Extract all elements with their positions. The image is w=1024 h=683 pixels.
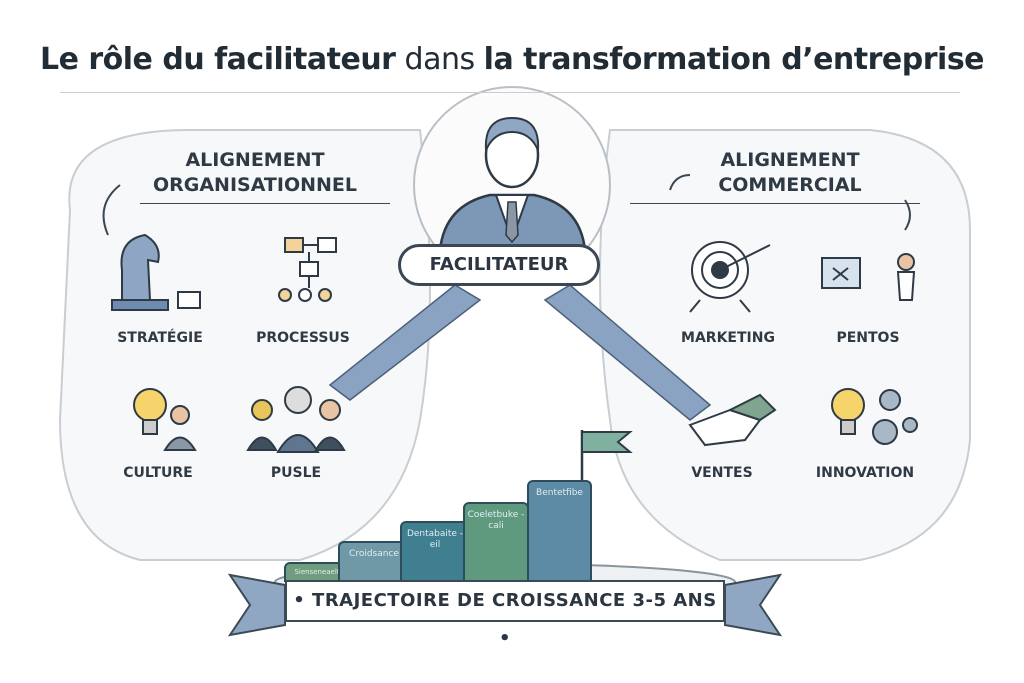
right-heading-line1: ALIGNEMENT — [720, 149, 860, 171]
banner-tail-left — [227, 573, 286, 637]
facilitateur-label: FACILITATEUR — [398, 244, 600, 286]
facilitator-person-icon — [438, 116, 587, 252]
step-4: Bentetfibe — [527, 480, 592, 583]
title-rest: la transformation d’entreprise — [483, 42, 985, 77]
right-ribbon — [543, 284, 712, 421]
flag-icon — [580, 430, 633, 480]
growth-banner: • TRAJECTOIRE DE CROISSANCE 3-5 ANS • — [285, 580, 725, 649]
handshake-icon — [688, 393, 777, 447]
page-title: Le rôle du facilitateur dans la transfor… — [0, 42, 1024, 77]
left-ribbon — [328, 284, 482, 401]
flowchart-icon — [278, 237, 337, 302]
title-bold: Le rôle du facilitateur — [39, 42, 396, 77]
right-heading: ALIGNEMENT COMMERCIAL — [680, 148, 900, 198]
label-processus: PROCESSUS — [256, 330, 350, 346]
lightbulb-icon — [133, 388, 197, 451]
presentation-icon — [821, 253, 916, 301]
left-heading-line2: ORGANISATIONNEL — [152, 174, 358, 196]
banner-tail-right — [724, 573, 783, 637]
left-panel — [58, 129, 431, 561]
label-culture: CULTURE — [123, 465, 193, 481]
title-light: dans — [404, 42, 476, 77]
lightbulb-gears-icon — [831, 388, 918, 445]
label-ventes: VENTES — [691, 465, 753, 481]
step-2: Dentabaite -eil — [400, 521, 470, 583]
label-pentos: PENTOS — [836, 330, 900, 346]
title-divider — [60, 92, 960, 93]
left-heading: ALIGNEMENT ORGANISATIONNEL — [130, 148, 380, 198]
left-heading-line1: ALIGNEMENT — [185, 149, 325, 171]
label-innovation: INNOVATION — [815, 465, 915, 481]
right-panel — [599, 129, 971, 561]
right-heading-line2: COMMERCIAL — [718, 174, 862, 196]
step-3: Coeletbuke -cali — [463, 502, 529, 583]
chess-knight-icon — [111, 233, 201, 311]
right-heading-rule — [630, 203, 920, 204]
label-marketing: MARKETING — [681, 330, 775, 346]
team-icon — [246, 386, 346, 453]
label-pusle: PUSLE — [270, 465, 322, 481]
left-heading-rule — [140, 203, 390, 204]
target-icon — [689, 241, 771, 313]
label-strategie: STRATÉGIE — [117, 330, 203, 346]
